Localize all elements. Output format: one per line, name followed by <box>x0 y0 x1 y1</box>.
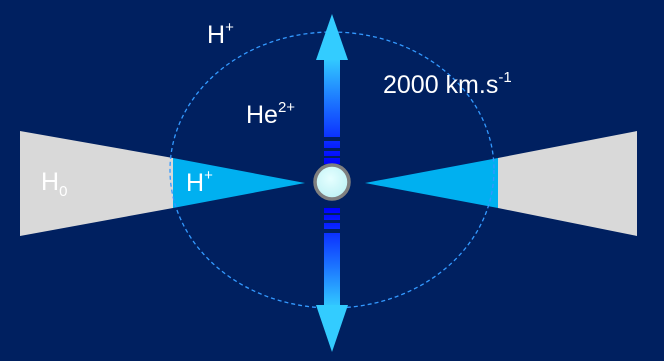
central-star-icon <box>313 163 351 201</box>
arrow-down-icon <box>316 208 348 352</box>
neutral-wedge-right <box>498 131 637 236</box>
ionized-wedge-right <box>365 158 498 208</box>
label-neutral-hydrogen: H0 <box>41 168 68 200</box>
label-top-proton: H+ <box>207 19 234 49</box>
label-alpha: He2+ <box>246 99 296 129</box>
label-ionized-hydrogen: H+ <box>186 167 213 197</box>
neutral-wedge-left <box>20 131 173 236</box>
arrow-up-icon <box>316 14 348 164</box>
label-velocity: 2000 km.s-1 <box>383 69 512 99</box>
ionized-wedge-left <box>173 158 305 208</box>
